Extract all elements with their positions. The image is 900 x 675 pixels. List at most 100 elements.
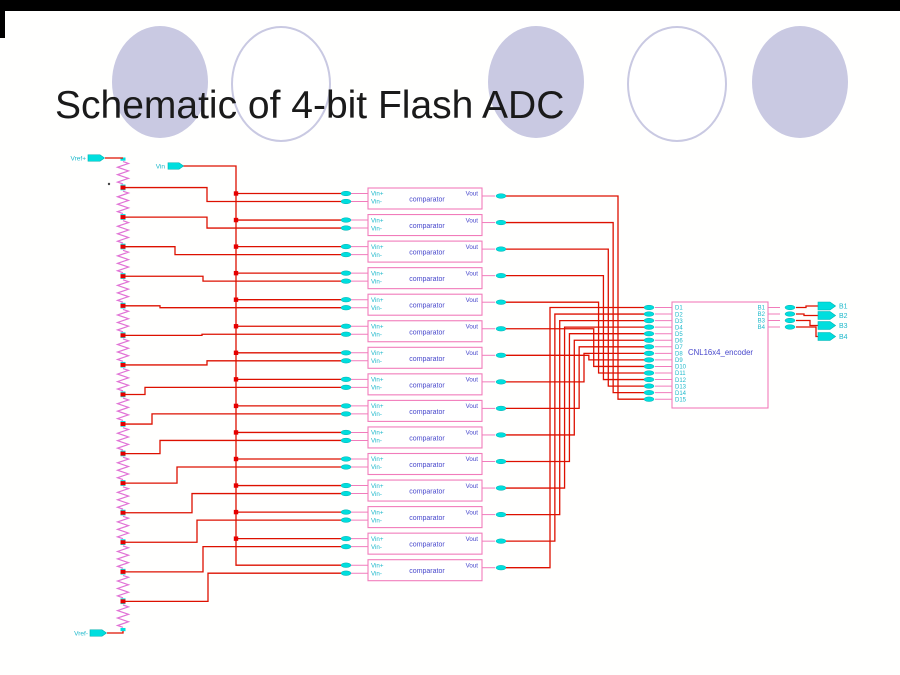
comparator-pin-inplus-label: Vin+ [371,350,384,357]
resistor [115,279,131,303]
comparator-pin-inminus-label: Vin- [371,331,382,338]
resistor [115,397,131,422]
slide-top-border [0,0,900,11]
comparator-body [367,320,483,343]
comparator-pin-out-label: Vout [466,297,479,304]
comparator-input-terminal [340,305,352,311]
comparator-pin-inminus-label: Vin- [371,438,382,445]
encoder-input-terminal [643,370,655,376]
comparator-input-terminal [340,270,352,276]
comparator-to-encoder-wire [506,326,644,489]
comparator-to-encoder-wire [506,328,644,368]
wire-junction [233,217,239,223]
comparator-output-terminal [495,485,507,491]
comparator-input-terminal [340,297,352,303]
output-pin-tag [817,301,837,311]
comparator-pin-inplus-label: Vin+ [371,270,384,277]
comparator-to-encoder-wire [506,248,644,387]
resistor [115,574,131,599]
vref-minus-pin [89,629,108,637]
resistor [115,427,131,451]
encoder-input-label: D14 [675,391,687,397]
comparator-pin-inplus-label: Vin+ [371,456,384,463]
vref-plus-pin [87,154,106,162]
comparator-output-terminal [495,538,507,544]
encoder-output-terminal [784,304,796,311]
comparator-to-encoder-wire [506,306,644,569]
resistor [115,515,131,540]
slide-title: Schematic of 4-bit Flash ADC [55,84,565,128]
ladder-tap-junction [120,569,126,574]
comparator-output-terminal [495,220,507,226]
ladder-tap-junction [120,422,126,427]
comparator-output-terminal [495,432,507,438]
comparator-pin-inplus-label: Vin+ [371,323,384,330]
comparator-input-terminal [340,350,352,356]
comparator-body [367,187,483,210]
comparator-input-terminal [340,252,352,258]
comparator-instance-label: comparator [409,250,445,257]
encoder-output-label: B1 [758,306,766,312]
ladder-tap-junction [120,392,126,397]
output-pin-wire [796,319,818,327]
encoder-input-terminal [643,344,655,350]
comparator-pin-inminus-label: Vin- [371,199,382,206]
comparator-body [367,346,483,369]
comparator-instance-label: comparator [409,197,445,204]
tap-wire [125,360,341,366]
comparator-pin-inminus-label: Vin- [371,252,382,259]
output-pin-tag [817,311,837,320]
comparator-body [367,214,483,237]
tap-wire [125,333,341,337]
comparator-pin-inplus-label: Vin+ [371,217,384,224]
comparator-instance-label: comparator [409,409,445,416]
comparator-to-encoder-wire [506,352,644,383]
comparator-body [367,373,483,396]
comparator-input-terminal [340,491,352,497]
comparator-instance-label: comparator [409,489,445,496]
stray-dot [107,182,111,186]
decor-circle-hollow [627,26,727,142]
resistor [115,604,131,628]
comparator-instance-label: comparator [409,542,445,549]
comparator-pin-inminus-label: Vin- [371,358,382,365]
tap-wire [125,572,341,603]
encoder-input-terminal [643,350,655,356]
comparator-pin-out-label: Vout [466,456,479,463]
comparator-instance-label: comparator [409,568,445,575]
encoder-input-label: D5 [675,332,683,338]
comparator-body [367,532,483,555]
comparator-input-terminal [340,190,352,197]
tap-wire [125,216,341,229]
comparator-pin-inplus-label: Vin+ [371,483,384,490]
encoder-instance-label: CNL16x4_encoder [688,348,753,357]
encoder-input-label: D4 [675,325,683,331]
comparator-output-terminal [495,273,507,279]
output-pin-tag [817,332,837,341]
comparator-instance-label: comparator [409,303,445,310]
comparator-body [367,240,483,263]
encoder-input-label: D7 [675,345,683,351]
ladder-tap-junction [120,185,126,190]
comparator-instance-label: comparator [409,435,445,442]
comparator-pin-out-label: Vout [466,323,479,330]
comparator-input-terminal [340,517,352,523]
vin-label: Vin [156,164,166,171]
wire-junction [233,244,239,249]
tap-wire [125,186,341,203]
encoder-input-label: D8 [675,352,683,358]
encoder-input-terminal [643,377,655,383]
comparator-pin-inminus-label: Vin- [371,517,382,524]
comparator-input-terminal [340,323,352,329]
encoder-output-label: B2 [758,312,766,318]
wire-junction [233,509,239,515]
comparator-input-terminal [340,536,352,542]
comparator-input-terminal [340,384,352,390]
wire-junction [233,191,239,196]
comparator-pin-inplus-label: Vin+ [371,377,384,384]
